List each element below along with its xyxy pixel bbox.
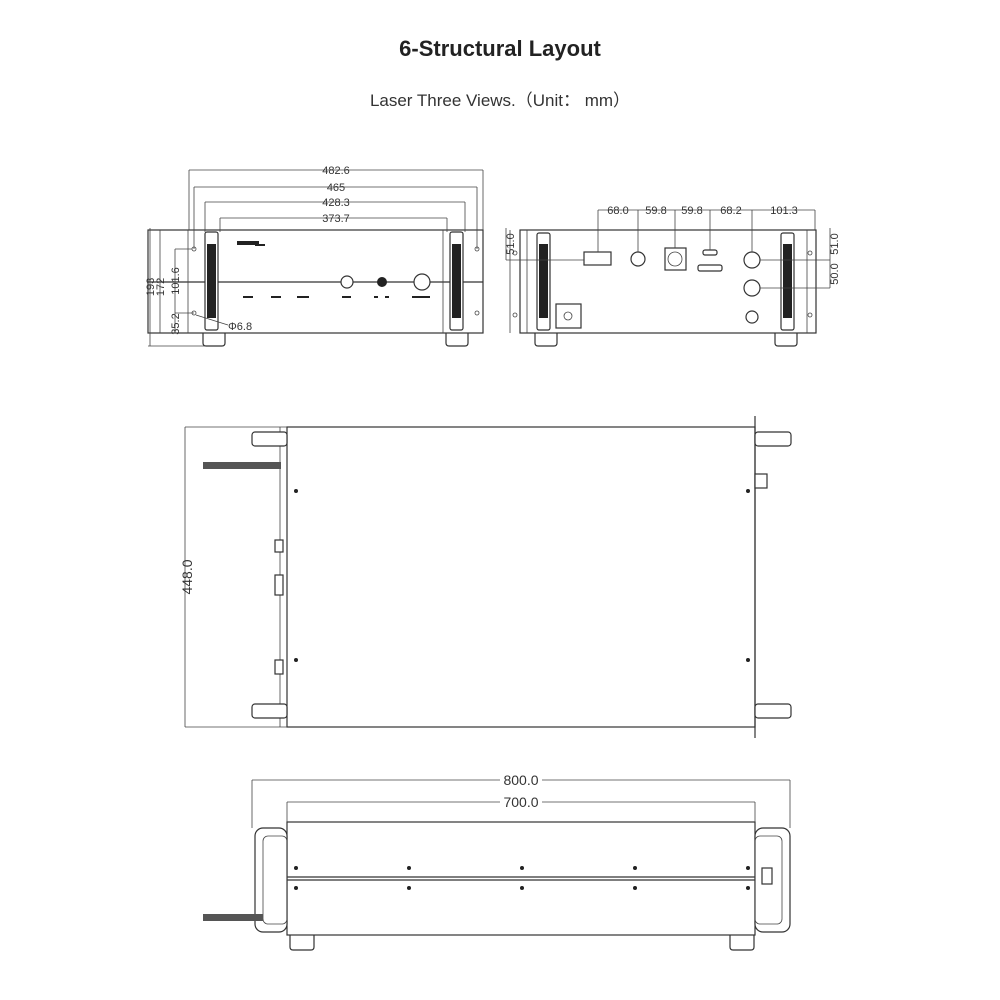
top-body — [286, 426, 756, 728]
side-body — [286, 821, 756, 936]
db9-port — [702, 249, 718, 256]
front-view: 482.6 465 428.3 373.7 193 172 101.6 35.2… — [145, 165, 484, 347]
dim-back-left-offset: 51.0 — [505, 233, 517, 254]
dim-front-height-panel: 172 — [155, 278, 167, 296]
dim-front-hole-offset: 35.2 — [170, 313, 182, 334]
handle-grip — [452, 244, 461, 318]
dim-front-width-overall: 482.6 — [322, 165, 350, 177]
connector-1 — [630, 251, 646, 267]
side-fiber-cable — [203, 914, 263, 921]
db25-port — [697, 264, 723, 272]
dim-front-width-handles: 428.3 — [322, 197, 350, 209]
front-logo — [237, 241, 259, 245]
connector-4 — [745, 310, 759, 324]
side-view: 800.0 700.0 — [203, 770, 791, 951]
emergency-button — [413, 273, 431, 291]
dim-front-width-holes: 465 — [327, 182, 345, 194]
top-connector — [754, 473, 768, 489]
fiber-cable — [203, 462, 281, 469]
dim-back-spacing-4: 68.2 — [720, 205, 741, 217]
top-handle-right-2 — [754, 703, 792, 719]
dim-back-spacing-5: 101.3 — [770, 205, 798, 217]
page-subtitle: Laser Three Views.（Unit： mm） — [369, 91, 631, 110]
dim-back-right-spacing: 50.0 — [829, 263, 841, 284]
front-foot-left — [202, 333, 226, 347]
front-foot-right — [445, 333, 469, 347]
reset-knob — [340, 275, 354, 289]
dim-top-depth: 448.0 — [179, 559, 195, 594]
connector-2 — [743, 251, 761, 269]
dim-side-length-body: 700.0 — [503, 794, 538, 810]
page-title: 6-Structural Layout — [399, 36, 601, 61]
back-view: 68.0 59.8 59.8 68.2 101.3 51.0 51.0 50.0 — [505, 205, 841, 347]
dim-back-right-offset: 51.0 — [829, 233, 841, 254]
fiber-output-plate — [555, 303, 582, 329]
dim-back-spacing-2: 59.8 — [645, 205, 666, 217]
dim-front-hole-diameter: Φ6.8 — [228, 321, 252, 333]
top-handle-left-2 — [251, 703, 288, 719]
power-switch — [583, 251, 612, 266]
dim-back-spacing-1: 68.0 — [607, 205, 628, 217]
key-switch — [377, 277, 387, 287]
top-handle-left-1 — [251, 431, 288, 447]
dim-front-height-overall: 193 — [145, 278, 157, 296]
top-view: 448.0 — [179, 416, 792, 738]
handle-grip — [207, 244, 216, 318]
dim-back-spacing-3: 59.8 — [681, 205, 702, 217]
dim-side-length-overall: 800.0 — [503, 772, 538, 788]
dim-front-width-inner: 373.7 — [322, 213, 350, 225]
dim-front-hole-spacing: 101.6 — [170, 267, 182, 295]
connector-3 — [743, 279, 761, 297]
top-handle-right-1 — [754, 431, 792, 447]
